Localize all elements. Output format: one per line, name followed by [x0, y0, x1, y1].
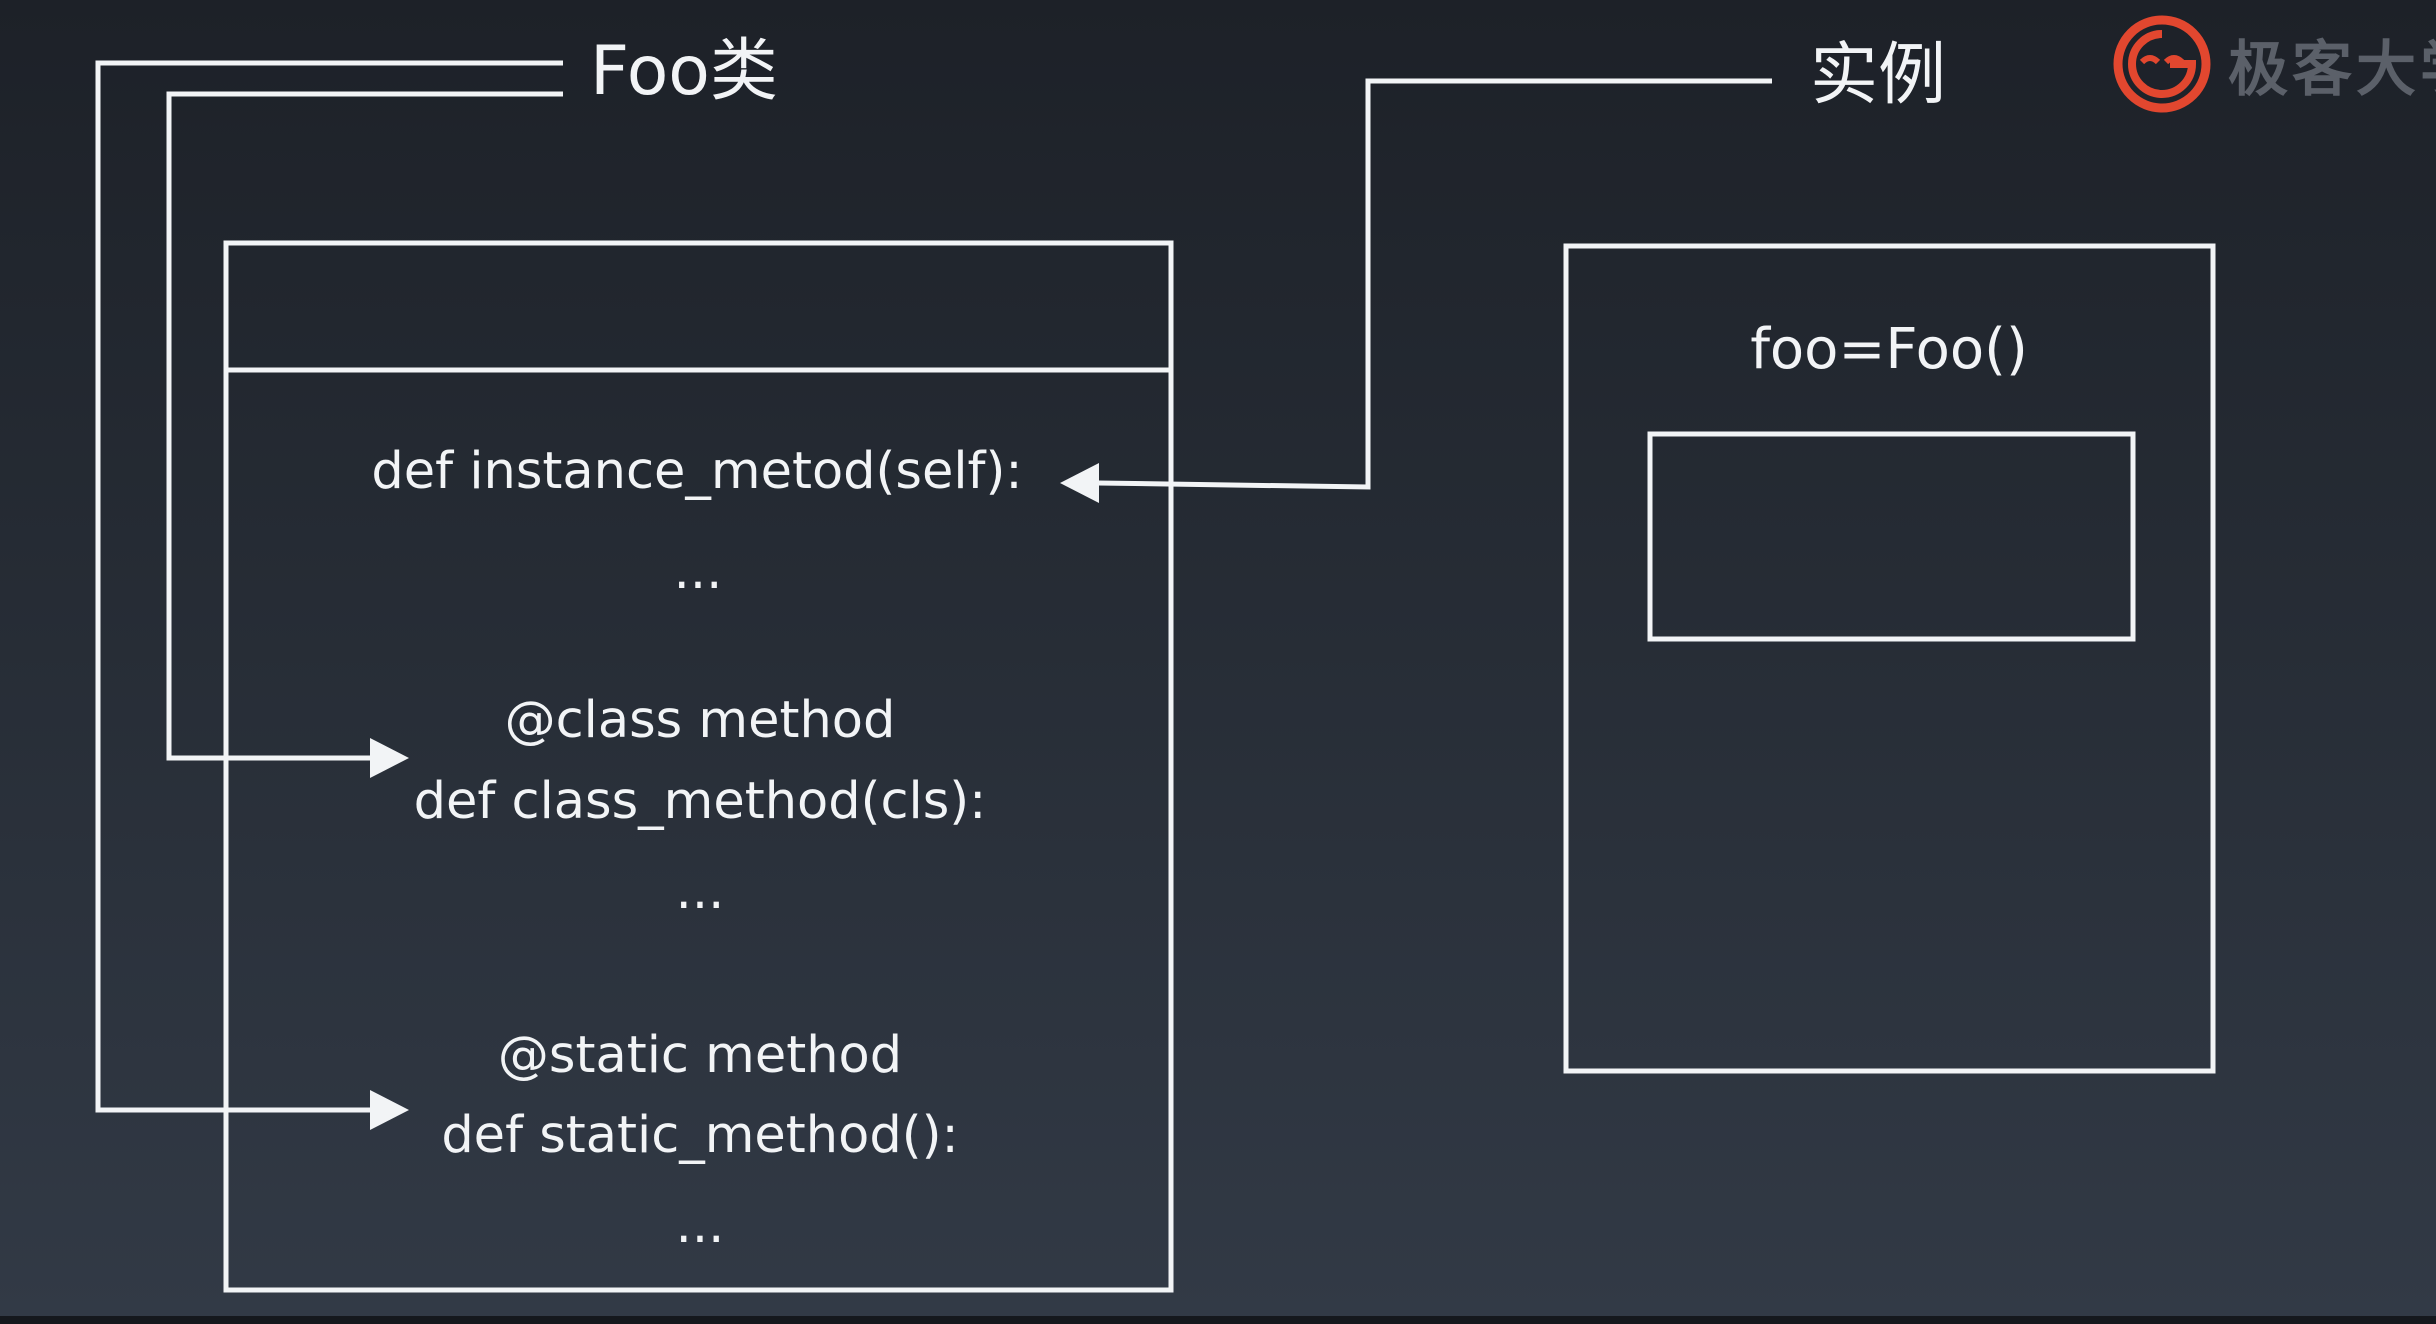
class-to-static-method-connector [95, 60, 563, 1113]
class-label: Foo类 [590, 32, 778, 111]
class-box [223, 240, 1174, 1293]
instance-code: foo=Foo() [1750, 317, 2028, 382]
instance-method-signature: def instance_metod(self): [371, 442, 1023, 501]
static-method-decorator: @static method [497, 1026, 903, 1085]
class-method-decorator: @class method [504, 691, 896, 750]
instance-label: 实例 [1810, 36, 1947, 115]
instance-method-arrowhead [1060, 463, 1099, 503]
static-method-arrowhead [370, 1090, 409, 1130]
geekbang-logo-icon [2113, 15, 2211, 113]
instance-to-instance-method-connector [1097, 78, 1772, 490]
class-method-signature: def class_method(cls): [413, 772, 987, 831]
class-to-class-method-connector [166, 91, 563, 761]
instance-method-body: ... [673, 542, 723, 601]
instance-inner-box [1647, 431, 2136, 642]
static-method-signature: def static_method(): [441, 1106, 959, 1165]
class-method-body: ... [675, 862, 725, 921]
watermark-text: 极客大学 [2228, 34, 2436, 105]
instance-box [1563, 243, 2216, 1074]
static-method-body: ... [675, 1196, 725, 1255]
class-method-arrowhead [370, 738, 409, 778]
watermark: 极客大学 [2112, 12, 2436, 116]
bottom-bar [0, 1316, 2436, 1324]
